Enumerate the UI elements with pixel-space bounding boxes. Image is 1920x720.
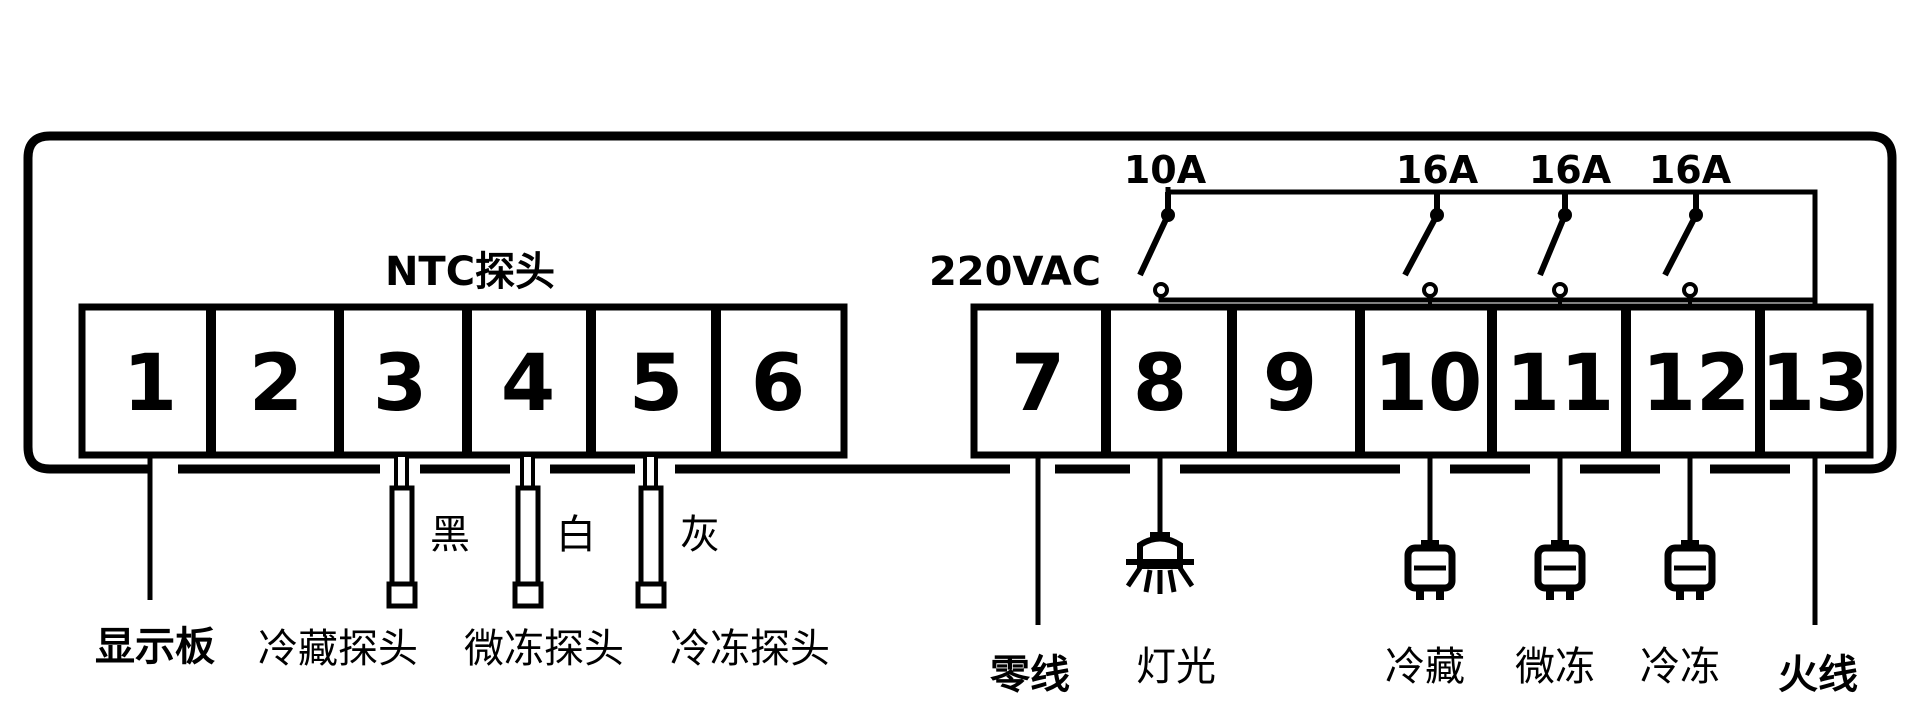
terminal-2-number: 2	[249, 339, 303, 429]
relay-11-rating: 16A	[1529, 148, 1612, 192]
terminal-11-number: 11	[1506, 339, 1615, 429]
relay-10-rating: 16A	[1396, 148, 1479, 192]
ntc-probe-gray	[635, 453, 667, 609]
lead-wires	[147, 455, 1818, 625]
terminal-4-number: 4	[501, 339, 555, 429]
label-cold-storage-probe: 冷藏探头	[258, 626, 418, 672]
wire-color-black: 黑	[430, 512, 470, 558]
housing-outline	[23, 131, 1897, 474]
ntc-probe-header: NTC探头	[385, 249, 555, 295]
relay-12-rating: 16A	[1649, 148, 1732, 192]
terminal-block-right	[970, 303, 1874, 459]
ntc-probe-white	[512, 453, 544, 609]
label-neutral: 零线	[990, 652, 1070, 698]
relay-switch-12	[1662, 192, 1703, 307]
terminal-6-number: 6	[751, 339, 805, 429]
label-slight-freeze-probe: 微冻探头	[464, 626, 624, 672]
ntc-probe-black	[386, 453, 418, 609]
label-live: 火线	[1778, 652, 1858, 698]
wire-color-gray: 灰	[680, 512, 720, 558]
label-freezer: 冷冻	[1640, 644, 1720, 690]
relay-8-rating: 10A	[1124, 148, 1207, 192]
terminal-12-number: 12	[1642, 339, 1751, 429]
terminal-5-number: 5	[629, 339, 683, 429]
relay-switch-10	[1402, 192, 1444, 307]
terminal-8-number: 8	[1133, 339, 1187, 429]
lamp-icon	[1125, 532, 1195, 594]
wire-color-white: 白	[556, 512, 596, 558]
relay-switch-11	[1537, 192, 1572, 307]
terminal-9-number: 9	[1263, 339, 1317, 429]
compressor-icon-slight-freeze	[1534, 540, 1586, 600]
power-header: 220VAC	[929, 249, 1101, 295]
label-cold-storage: 冷藏	[1385, 644, 1465, 690]
compressor-icon-cold-storage	[1404, 540, 1456, 600]
terminal-3-number: 3	[373, 339, 427, 429]
terminal-7-number: 7	[1011, 339, 1065, 429]
relay-bus	[1158, 187, 1818, 305]
terminal-13-number: 13	[1761, 339, 1870, 429]
label-slight-freeze: 微冻	[1515, 644, 1595, 690]
compressor-icon-freezer	[1664, 540, 1716, 600]
terminal-block-left	[78, 303, 848, 459]
label-lighting: 灯光	[1136, 644, 1216, 690]
terminal-10-number: 10	[1374, 339, 1483, 429]
label-display-board: 显示板	[95, 624, 215, 670]
terminal-1-number: 1	[123, 339, 177, 429]
relay-switch-8	[1137, 192, 1175, 298]
label-freezer-probe: 冷冻探头	[670, 626, 830, 672]
